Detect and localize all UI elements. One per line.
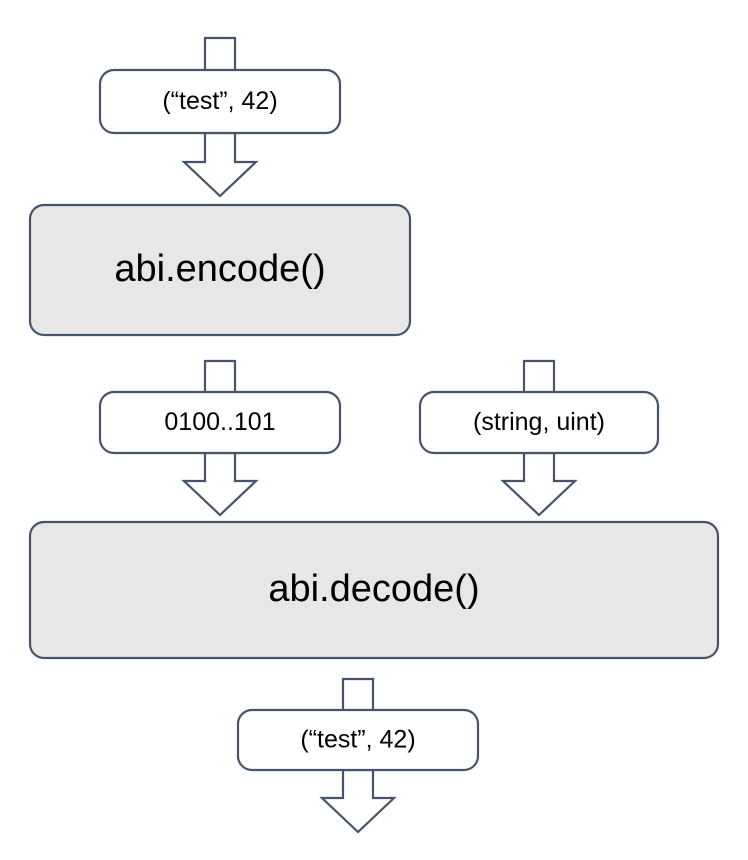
node-type-signature-box [418,390,660,455]
node-input-tuple-top: (“test”, 42) [98,68,342,135]
node-encoded-bytes-box [98,390,342,455]
node-input-tuple-top-box [98,68,342,135]
node-abi-encode-label: abi.encode() [114,248,325,290]
stem-into-type-signature-connector-icon [522,359,556,392]
stem-decode-to-output-connector-icon [341,677,375,710]
arrow-bytes-to-decode-arrow-icon [181,451,259,517]
node-abi-decode-box [28,520,720,660]
node-layer: (“test”, 42) abi.encode() 0100..101 (string… [28,68,720,772]
node-encoded-bytes-label: 0100..101 [164,408,275,436]
node-abi-encode-box [28,203,412,337]
node-output-tuple-bottom: (“test”, 42) [236,708,480,772]
node-abi-encode: abi.encode() [28,203,412,337]
stem-into-input-top-connector-icon [203,36,237,70]
node-type-signature: (string, uint) [418,390,660,455]
node-output-tuple-bottom-box [236,708,480,772]
connector-layer [181,36,578,834]
node-abi-decode-label: abi.decode() [268,568,479,610]
node-output-tuple-bottom-label: (“test”, 42) [300,726,415,754]
node-input-tuple-top-label: (“test”, 42) [162,87,277,115]
node-encoded-bytes: 0100..101 [98,390,342,455]
stem-encode-to-bytes-connector-icon [203,359,237,392]
arrow-input-to-encode-arrow-icon [181,131,259,198]
node-type-signature-label: (string, uint) [473,408,605,436]
arrow-types-to-decode-arrow-icon [500,451,578,517]
node-abi-decode: abi.decode() [28,520,720,660]
arrow-output-down-arrow-icon [319,768,397,834]
